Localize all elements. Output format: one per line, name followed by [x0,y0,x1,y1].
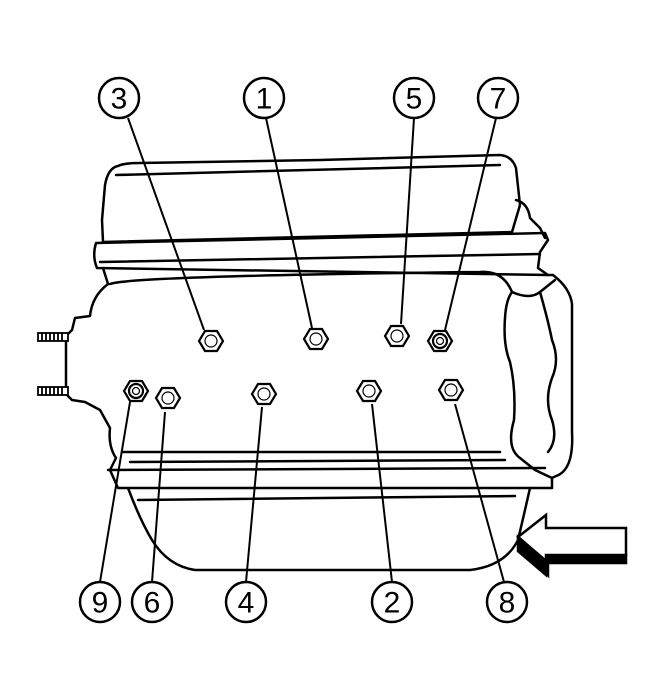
leader-lines [99,117,505,583]
leader-line-7 [444,117,497,331]
callout-label-6: 6 [144,587,161,620]
callout-2: 2 [370,580,414,624]
callout-label-5: 5 [406,83,423,116]
callouts: 3 1 5 7 9 6 4 2 8 [78,76,529,624]
bolt-7 [426,329,454,353]
stud-upper [37,332,69,342]
bolts [122,324,465,410]
engine-block-outline [64,153,574,572]
callout-8: 8 [485,580,529,624]
callout-label-1: 1 [256,83,273,116]
callout-label-9: 9 [92,587,109,620]
bolt-6 [154,386,182,410]
callout-label-4: 4 [238,587,255,620]
bolt-2 [355,379,383,403]
callout-label-7: 7 [490,83,507,116]
leader-line-2 [371,403,393,583]
callout-label-8: 8 [499,587,516,620]
bolt-4 [250,382,278,406]
callout-9: 9 [78,580,122,624]
bolt-5 [383,324,411,348]
bolt-8 [437,378,465,402]
leader-line-3 [127,117,205,331]
leader-line-1 [265,117,313,329]
direction-arrow-icon [516,512,628,579]
callout-4: 4 [224,580,268,624]
stud-lower [37,386,69,396]
callout-label-3: 3 [111,83,128,116]
callout-5: 5 [392,76,436,120]
callout-1: 1 [242,76,286,120]
leader-line-4 [245,406,263,583]
bolt-1 [302,327,330,351]
bolt-3 [197,329,225,353]
callout-6: 6 [130,580,174,624]
leader-line-9 [99,401,131,583]
callout-3: 3 [97,76,141,120]
bolt-9 [122,379,150,403]
callout-7: 7 [476,76,520,120]
leader-line-8 [454,403,505,583]
leader-line-5 [400,117,415,325]
leader-line-6 [151,411,166,583]
callout-label-2: 2 [384,587,401,620]
